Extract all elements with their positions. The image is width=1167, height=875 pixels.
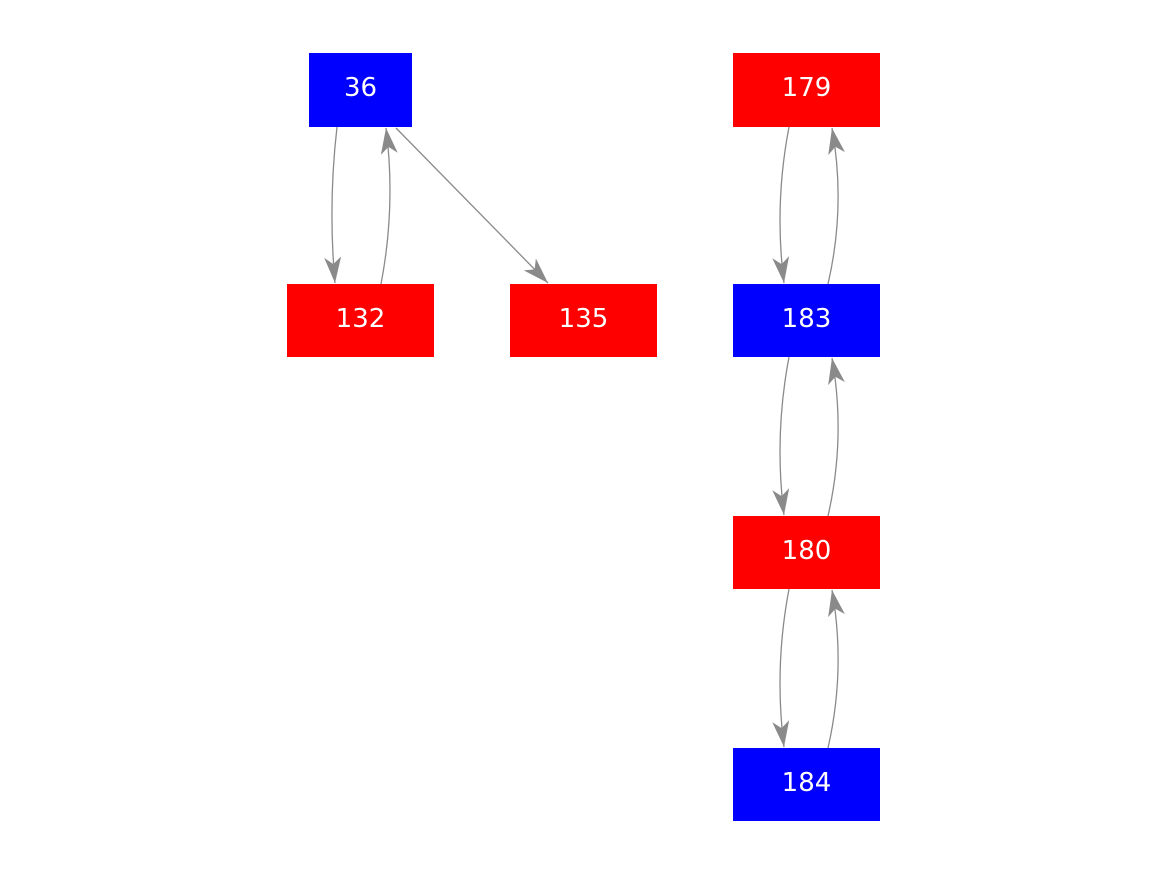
graph-node-184: 184: [733, 748, 880, 821]
arrowhead-180-183: [828, 358, 845, 386]
graph-node-179: 179: [733, 53, 880, 127]
arrowhead-36-135: [523, 258, 548, 283]
node-label: 36: [343, 73, 378, 103]
graph-node-180: 180: [733, 516, 880, 589]
arrowhead-132-36: [380, 128, 398, 155]
node-label: 180: [781, 535, 832, 566]
arrowhead-183-180: [772, 488, 790, 515]
node-label: 135: [558, 303, 609, 334]
node-label: 132: [335, 303, 386, 334]
node-label: 183: [781, 303, 832, 334]
arrowhead-180-184: [772, 720, 790, 747]
arrowhead-184-180: [828, 590, 845, 618]
graph-node-183: 183: [733, 284, 880, 357]
graph-node-36: 36: [309, 53, 412, 127]
arrowhead-179-183: [772, 256, 790, 283]
arrowhead-36-132: [324, 256, 342, 283]
edge-36-135: [395, 127, 549, 284]
graph-node-135: 135: [510, 284, 657, 357]
arrowhead-183-179: [828, 128, 845, 156]
node-label: 179: [781, 73, 832, 103]
graph-node-132: 132: [287, 284, 434, 357]
edge-36-132: [331, 126, 338, 284]
node-label: 184: [781, 767, 832, 798]
